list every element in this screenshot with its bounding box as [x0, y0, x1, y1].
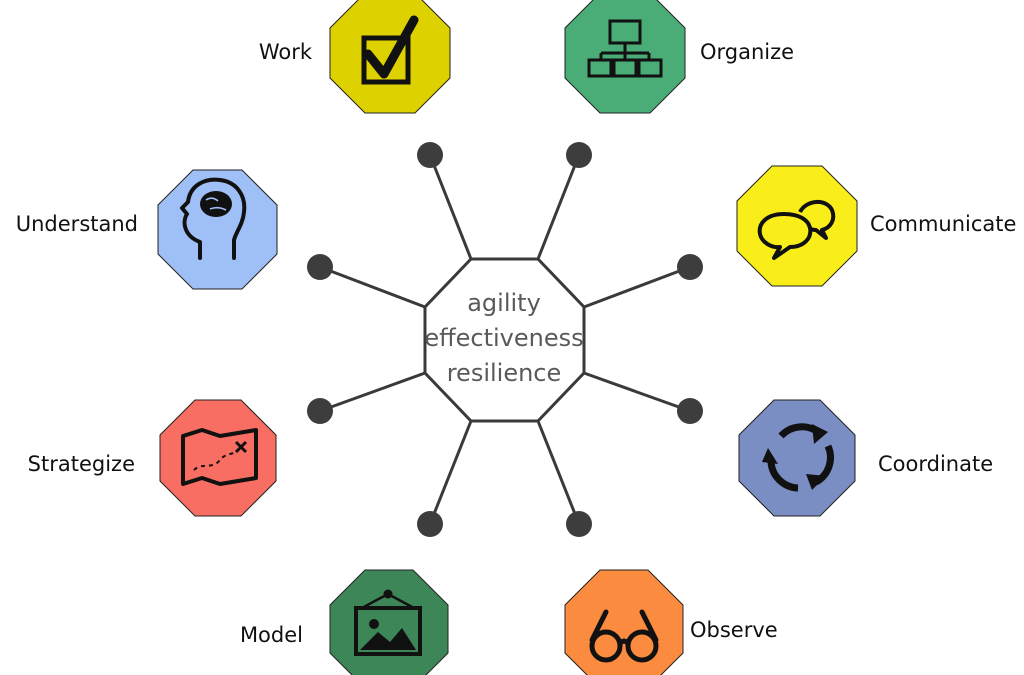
speech-bubbles-icon	[757, 200, 836, 260]
dot-coordinate	[677, 398, 703, 424]
dot-communicate	[677, 254, 703, 280]
treasure-map-icon	[181, 428, 258, 486]
understand-label: Understand	[16, 212, 138, 236]
strategize-label: Strategize	[28, 452, 135, 476]
org-chart-icon	[587, 19, 663, 78]
spoke-communicate	[583, 265, 691, 309]
spoke-work	[428, 154, 473, 260]
spoke-dots	[307, 142, 703, 537]
spoke-coordinate	[583, 371, 691, 413]
coordinate-label: Coordinate	[878, 452, 993, 476]
dot-observe	[566, 511, 592, 537]
observe-label: Observe	[690, 618, 778, 642]
node-organize: Organize	[564, 0, 794, 114]
node-work: Work	[259, 0, 451, 114]
dot-model	[417, 511, 443, 537]
spoke-organize	[536, 154, 581, 260]
spokes	[319, 154, 691, 525]
observe-octagon	[564, 569, 684, 675]
brain-head-icon	[180, 177, 247, 260]
understand-octagon	[157, 169, 278, 290]
strategize-octagon	[159, 399, 277, 517]
center-line-resilience: resilience	[447, 359, 562, 387]
cycle-arrows-icon	[762, 423, 834, 492]
center-hub: agility effectiveness resilience	[423, 257, 586, 423]
coordinate-octagon	[738, 399, 856, 517]
dot-understand	[307, 254, 333, 280]
node-communicate: Communicate	[736, 165, 1016, 287]
organize-label: Organize	[700, 40, 794, 64]
communicate-label: Communicate	[870, 212, 1016, 236]
center-line-agility: agility	[467, 289, 541, 317]
center-octagon	[423, 257, 586, 423]
node-observe: Observe	[564, 569, 778, 675]
work-label: Work	[259, 40, 313, 64]
spoke-understand	[319, 265, 426, 309]
node-model: Model	[240, 569, 449, 675]
dot-strategize	[307, 398, 333, 424]
node-coordinate: Coordinate	[738, 399, 993, 517]
framed-picture-icon	[354, 589, 422, 656]
glasses-icon	[589, 609, 659, 663]
model-octagon	[329, 569, 449, 675]
node-strategize: Strategize	[28, 399, 277, 517]
checkbox-icon	[361, 15, 419, 85]
spoke-strategize	[319, 371, 426, 413]
dot-work	[417, 142, 443, 168]
spoke-model	[428, 420, 473, 525]
node-understand: Understand	[16, 169, 278, 290]
dot-organize	[566, 142, 592, 168]
model-label: Model	[240, 623, 303, 647]
spoke-observe	[536, 420, 581, 525]
center-line-effectiveness: effectiveness	[424, 324, 583, 352]
